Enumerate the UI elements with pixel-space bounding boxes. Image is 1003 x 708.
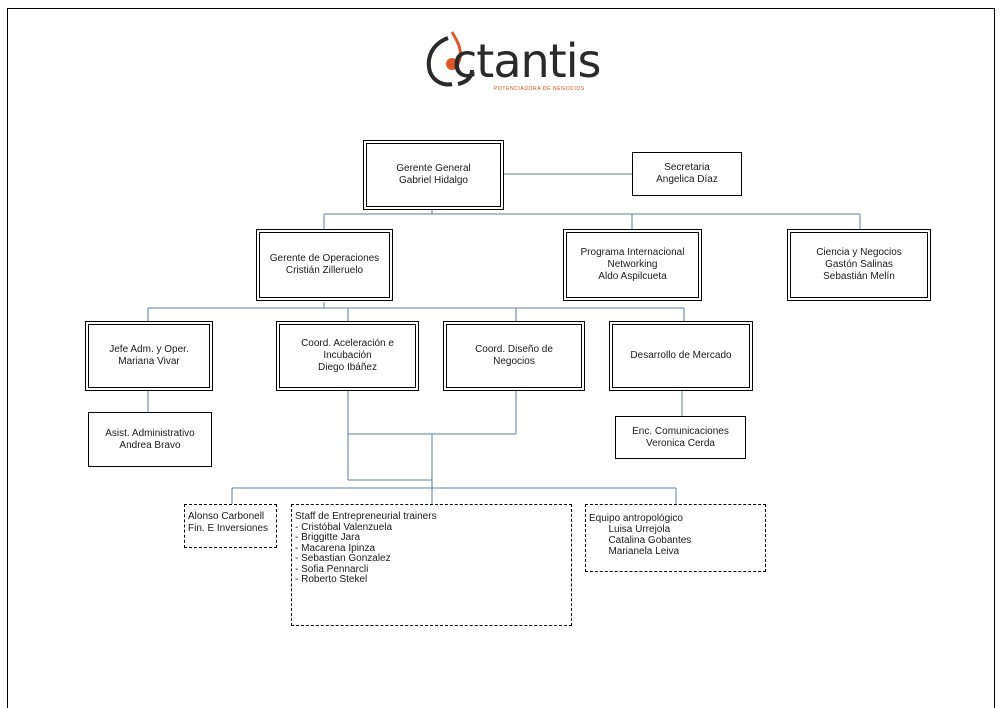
coord-diseno-box: Coord. Diseño de Negocios bbox=[446, 324, 582, 388]
secretaria-box: Secretaria Angelica Díaz bbox=[632, 152, 742, 196]
desarrollo-mercado-box: Desarrollo de Mercado bbox=[612, 324, 750, 388]
org-connector-lines bbox=[147, 173, 861, 504]
logo-wordmark: ctantis bbox=[452, 34, 601, 88]
gerente-general-label: Gerente General Gabriel Hidalgo bbox=[396, 163, 471, 186]
gerente-general-box: Gerente General Gabriel Hidalgo bbox=[366, 143, 501, 207]
ciencia-negocios-box: Ciencia y Negocios Gastón Salinas Sebast… bbox=[790, 232, 928, 298]
jefe-adm-box: Jefe Adm. y Oper. Mariana Vivar bbox=[88, 324, 210, 388]
page-frame bbox=[7, 8, 995, 708]
staff-trainers-box: Staff de Entrepreneurial trainers - Cris… bbox=[291, 504, 572, 626]
desarrollo-mercado-label: Desarrollo de Mercado bbox=[630, 350, 732, 361]
equipo-antropologico-label: Equipo antropológico Luisa Urrejola Cata… bbox=[589, 513, 692, 557]
programa-internacional-box: Programa Internacional Networking Aldo A… bbox=[566, 232, 699, 298]
gerente-operaciones-label: Gerente de Operaciones Cristián Zillerue… bbox=[269, 253, 380, 276]
enc-comunicaciones-label: Enc. Comunicaciones Veronica Cerda bbox=[632, 425, 729, 449]
equipo-antropologico-box: Equipo antropológico Luisa Urrejola Cata… bbox=[585, 504, 766, 572]
alonso-carbonell-label: Alonso Carbonell Fin. E Inversiones bbox=[188, 511, 269, 534]
coord-aceleracion-label: Coord. Aceleración e Incubación Diego Ib… bbox=[301, 338, 394, 373]
logo-mark-icon bbox=[426, 31, 474, 87]
enc-comunicaciones-box: Enc. Comunicaciones Veronica Cerda bbox=[615, 416, 746, 459]
asist-administrativo-label: Asist. Administrativo Andrea Bravo bbox=[105, 427, 195, 451]
ciencia-negocios-label: Ciencia y Negocios Gastón Salinas Sebast… bbox=[816, 247, 902, 282]
coord-aceleracion-box: Coord. Aceleración e Incubación Diego Ib… bbox=[279, 324, 416, 388]
gerente-operaciones-box: Gerente de Operaciones Cristián Zillerue… bbox=[259, 232, 390, 298]
logo-tagline: POTENCIADORA DE NEGOCIOS bbox=[494, 86, 585, 92]
asist-administrativo-box: Asist. Administrativo Andrea Bravo bbox=[88, 412, 212, 467]
secretaria-label: Secretaria Angelica Díaz bbox=[656, 162, 718, 185]
programa-internacional-label: Programa Internacional Networking Aldo A… bbox=[580, 247, 685, 282]
jefe-adm-label: Jefe Adm. y Oper. Mariana Vivar bbox=[109, 344, 189, 367]
staff-trainers-label: Staff de Entrepreneurial trainers - Cris… bbox=[295, 511, 437, 585]
alonso-carbonell-box: Alonso Carbonell Fin. E Inversiones bbox=[184, 504, 277, 548]
coord-diseno-label: Coord. Diseño de Negocios bbox=[475, 344, 553, 367]
